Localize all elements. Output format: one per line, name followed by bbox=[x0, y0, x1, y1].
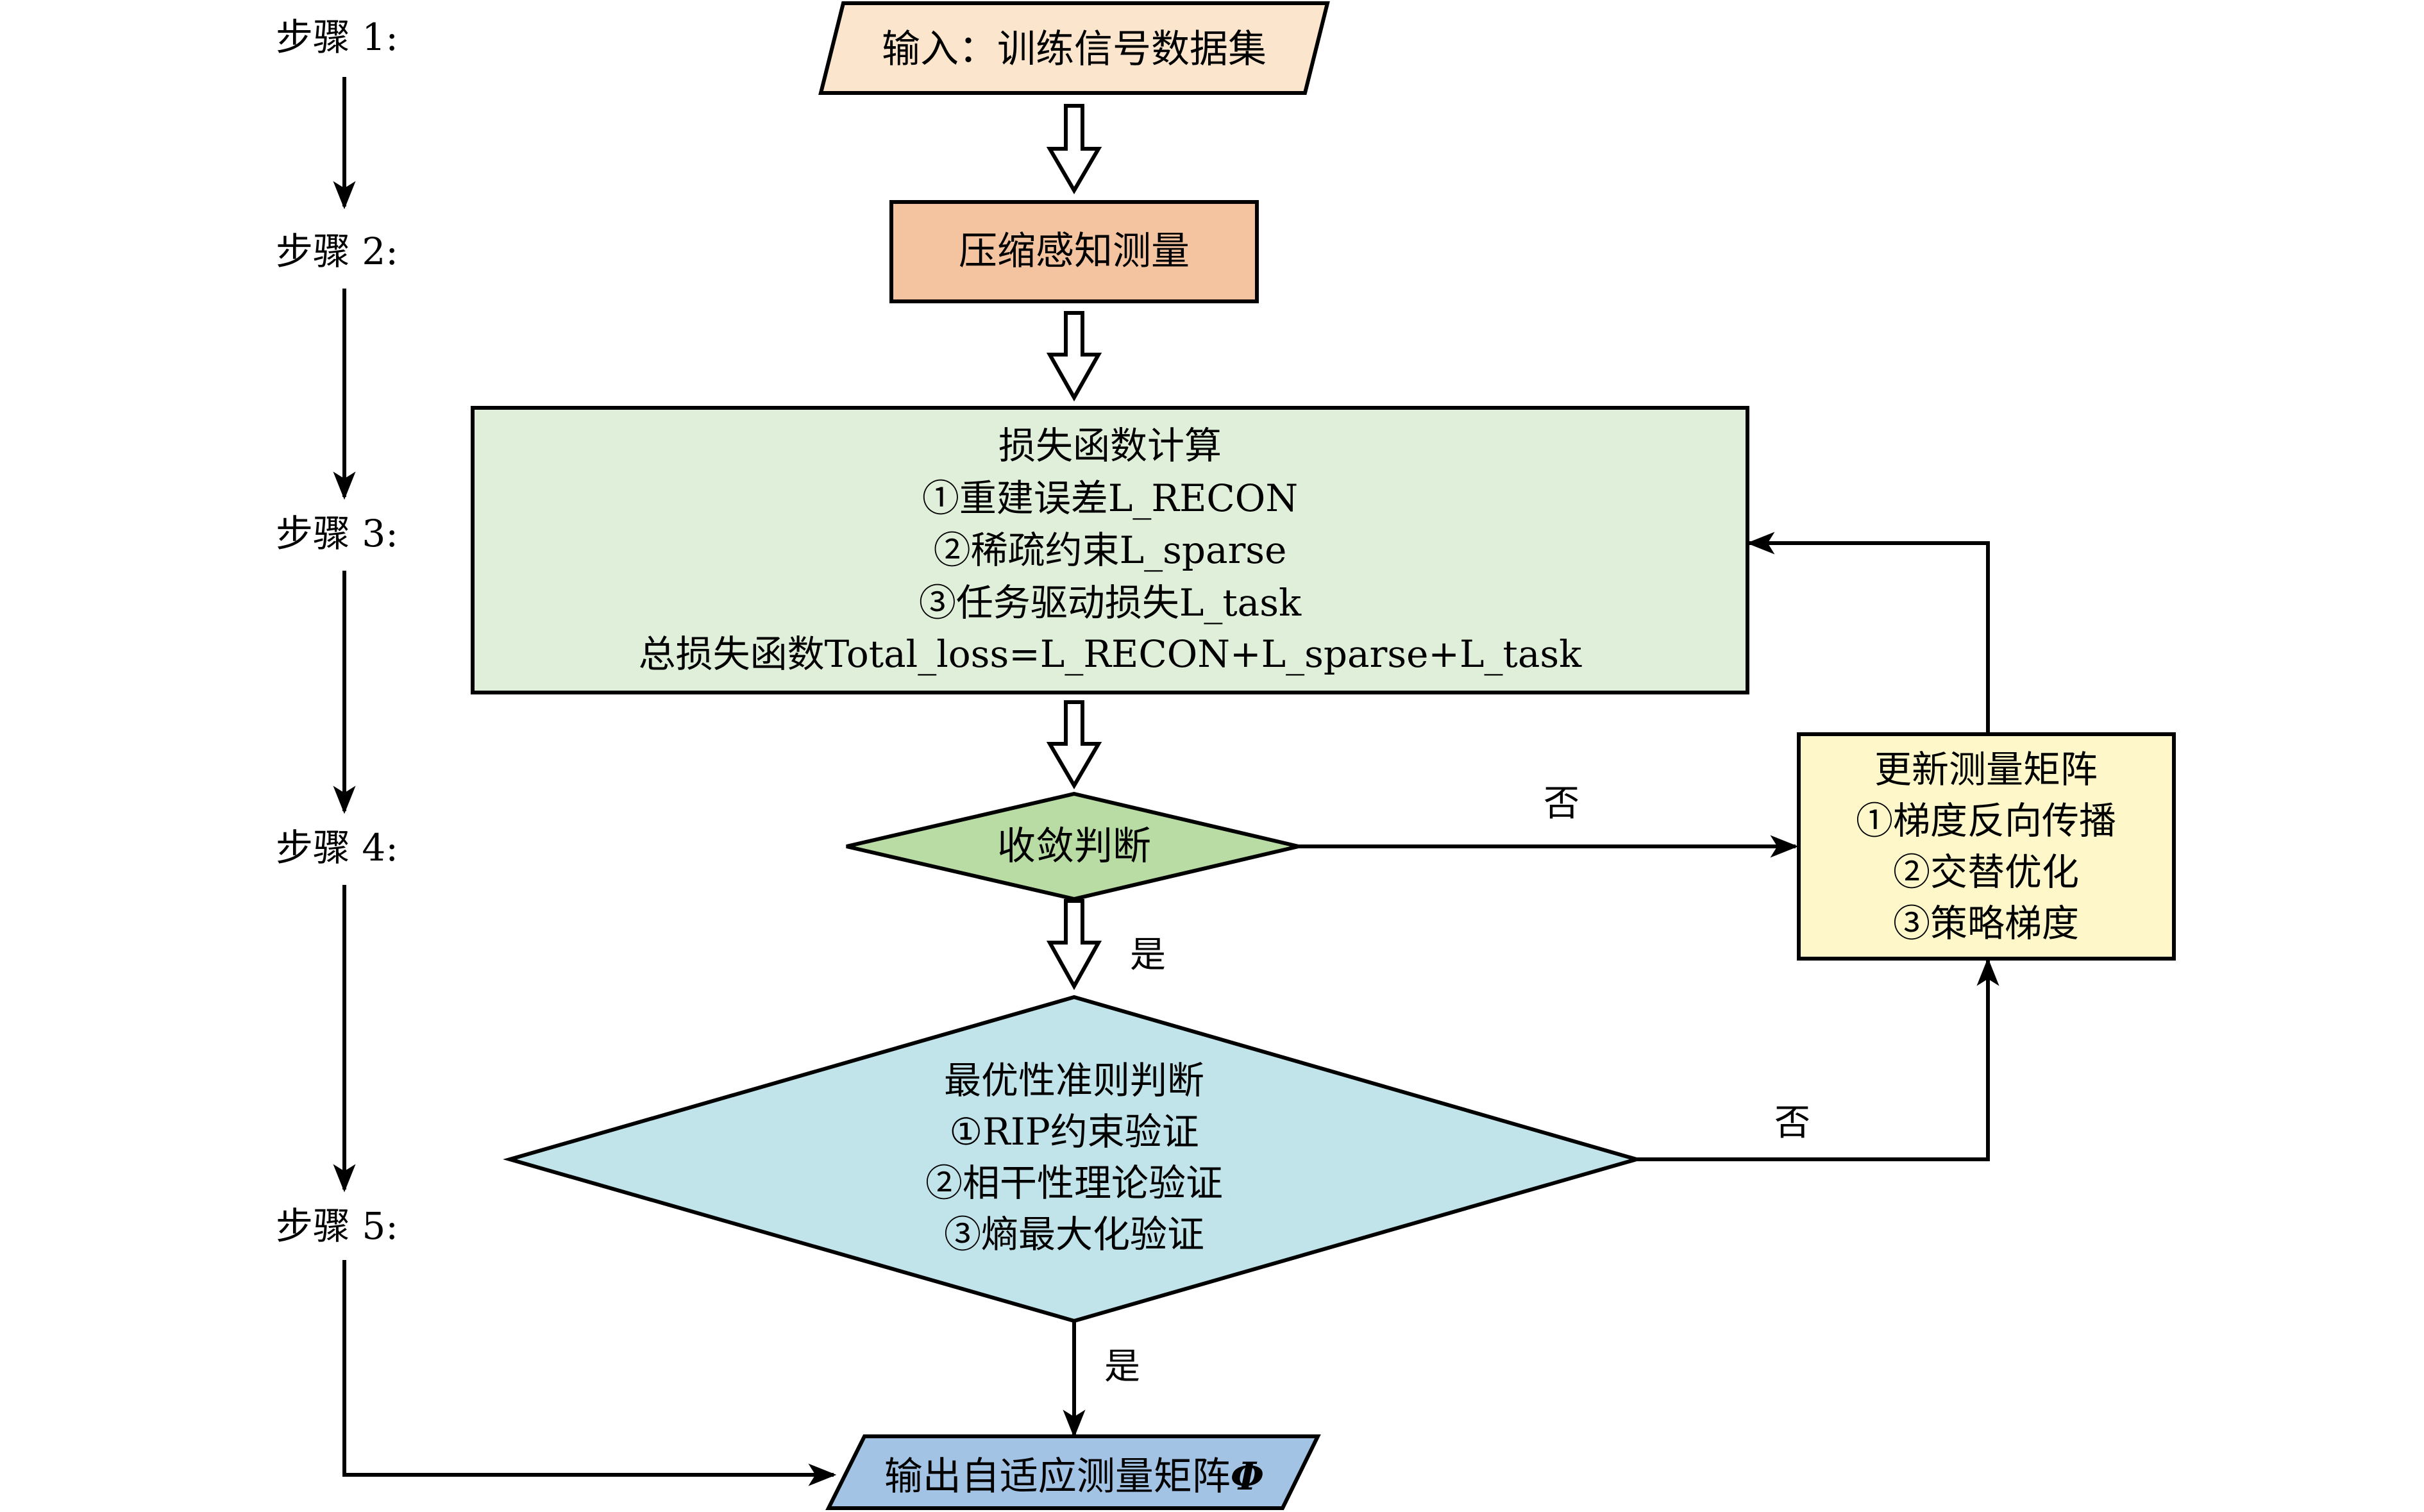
update-node[interactable]: 更新测量矩阵 ①梯度反向传播 ②交替优化 ③策略梯度 bbox=[1797, 732, 2176, 961]
loss-item-2: ②稀疏约束L_sparse bbox=[934, 528, 1287, 572]
optimality-node[interactable]: 最优性准则判断 ①RIP约束验证 ②相干性理论验证 ③熵最大化验证 bbox=[503, 995, 1644, 1323]
optimality-item-1: ①RIP约束验证 bbox=[949, 1110, 1199, 1154]
block-arrow-1 bbox=[1046, 104, 1102, 194]
step-label-2: 步骤 2: bbox=[276, 230, 398, 273]
opt-yes-label: 是 bbox=[1104, 1346, 1140, 1388]
phi-symbol: Φ bbox=[1231, 1454, 1264, 1499]
update-shape bbox=[1797, 732, 2176, 961]
update-item-1: ①梯度反向传播 bbox=[1856, 799, 2116, 843]
conv-no-label: 否 bbox=[1544, 783, 1579, 825]
output-shape bbox=[825, 1434, 1321, 1510]
step-column: 步骤 1: 步骤 2: 步骤 3: 步骤 4: 步骤 5: bbox=[276, 15, 837, 1486]
optimality-title: 最优性准则判断 bbox=[944, 1059, 1204, 1102]
opt-no-label: 否 bbox=[1774, 1102, 1810, 1144]
loss-item-3: ③任务驱动损失L_task bbox=[919, 581, 1302, 625]
cs-measure-shape bbox=[889, 200, 1259, 303]
block-arrow-4 bbox=[1046, 899, 1102, 991]
loss-node[interactable]: 损失函数计算 ①重建误差L_RECON ②稀疏约束L_sparse ③任务驱动损… bbox=[471, 406, 1749, 694]
step-label-1: 步骤 1: bbox=[276, 15, 398, 59]
opt-no-edge bbox=[1637, 957, 1999, 1161]
output-label: 输出自适应测量矩阵Φ bbox=[884, 1454, 1264, 1499]
loss-item-1: ①重建误差L_RECON bbox=[922, 476, 1298, 520]
update-item-2: ②交替优化 bbox=[1893, 850, 2079, 894]
block-arrow-2 bbox=[1046, 311, 1102, 402]
loss-title: 损失函数计算 bbox=[998, 424, 1222, 467]
cs-measure-label: 压缩感知测量 bbox=[959, 229, 1190, 274]
output-node[interactable]: 输出自适应测量矩阵Φ bbox=[825, 1434, 1321, 1510]
optimality-shape bbox=[503, 995, 1644, 1323]
output-text: 输出自适应测量矩阵 bbox=[884, 1454, 1231, 1499]
cs-measure-node[interactable]: 压缩感知测量 bbox=[889, 200, 1259, 303]
update-feedback-edge bbox=[1746, 532, 1990, 734]
step-label-4: 步骤 4: bbox=[276, 826, 398, 869]
optimality-item-2: ②相干性理论验证 bbox=[925, 1161, 1223, 1205]
loss-total: 总损失函数Total_loss=L_RECON+L_sparse+L_task bbox=[639, 632, 1583, 676]
step-label-3: 步骤 3: bbox=[276, 512, 398, 555]
optimality-item-3: ③熵最大化验证 bbox=[944, 1213, 1204, 1256]
step-label-5: 步骤 5: bbox=[276, 1204, 398, 1248]
input-node[interactable]: 输入：训练信号数据集 bbox=[818, 1, 1330, 95]
input-shape bbox=[818, 1, 1330, 95]
block-arrow-3 bbox=[1046, 700, 1102, 789]
update-title: 更新测量矩阵 bbox=[1874, 748, 2098, 791]
input-label: 输入：训练信号数据集 bbox=[882, 27, 1267, 72]
convergence-node[interactable]: 收敛判断 bbox=[846, 791, 1299, 902]
step-5-connector bbox=[342, 1260, 837, 1486]
update-item-3: ③策略梯度 bbox=[1893, 902, 2079, 945]
conv-yes-label: 是 bbox=[1130, 934, 1166, 976]
loss-shape bbox=[471, 406, 1749, 694]
convergence-label: 收敛判断 bbox=[997, 824, 1151, 869]
